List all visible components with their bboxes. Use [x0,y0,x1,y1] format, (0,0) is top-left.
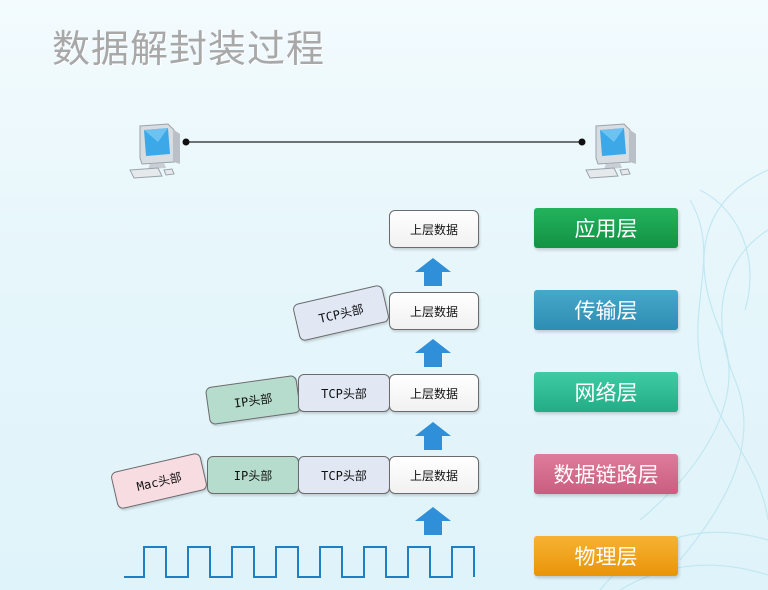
upper-data-box: 上层数据 [389,210,479,248]
page-title: 数据解封装过程 [52,27,326,71]
layer-physical: 物理层 [534,536,678,576]
layer-label: 物理层 [574,545,638,569]
up-arrow-icon [415,507,451,535]
computer-icon-right [585,123,636,179]
upper-data-box: 上层数据 [389,292,479,330]
computer-icon-left [129,123,180,179]
ip-header-box: IP头部 [207,456,299,494]
up-arrow-icon [415,258,451,286]
square-wave-signal [124,546,475,578]
layer-transport: 传输层 [534,290,678,330]
layer-label: 传输层 [574,299,638,323]
layer-label: 数据链路层 [553,463,659,487]
up-arrow-icon [415,339,451,367]
upper-data-box: 上层数据 [389,374,479,412]
layer-label: 应用层 [574,217,638,241]
layer-network: 网络层 [534,372,678,412]
tcp-header-box: TCP头部 [298,456,390,494]
tcp-header-box: TCP头部 [298,374,390,412]
layer-application: 应用层 [534,208,678,248]
layer-data-link: 数据链路层 [534,454,678,494]
layer-label: 网络层 [574,381,638,405]
up-arrow-icon [415,422,451,450]
upper-data-box: 上层数据 [389,456,479,494]
network-link-line [182,138,586,146]
